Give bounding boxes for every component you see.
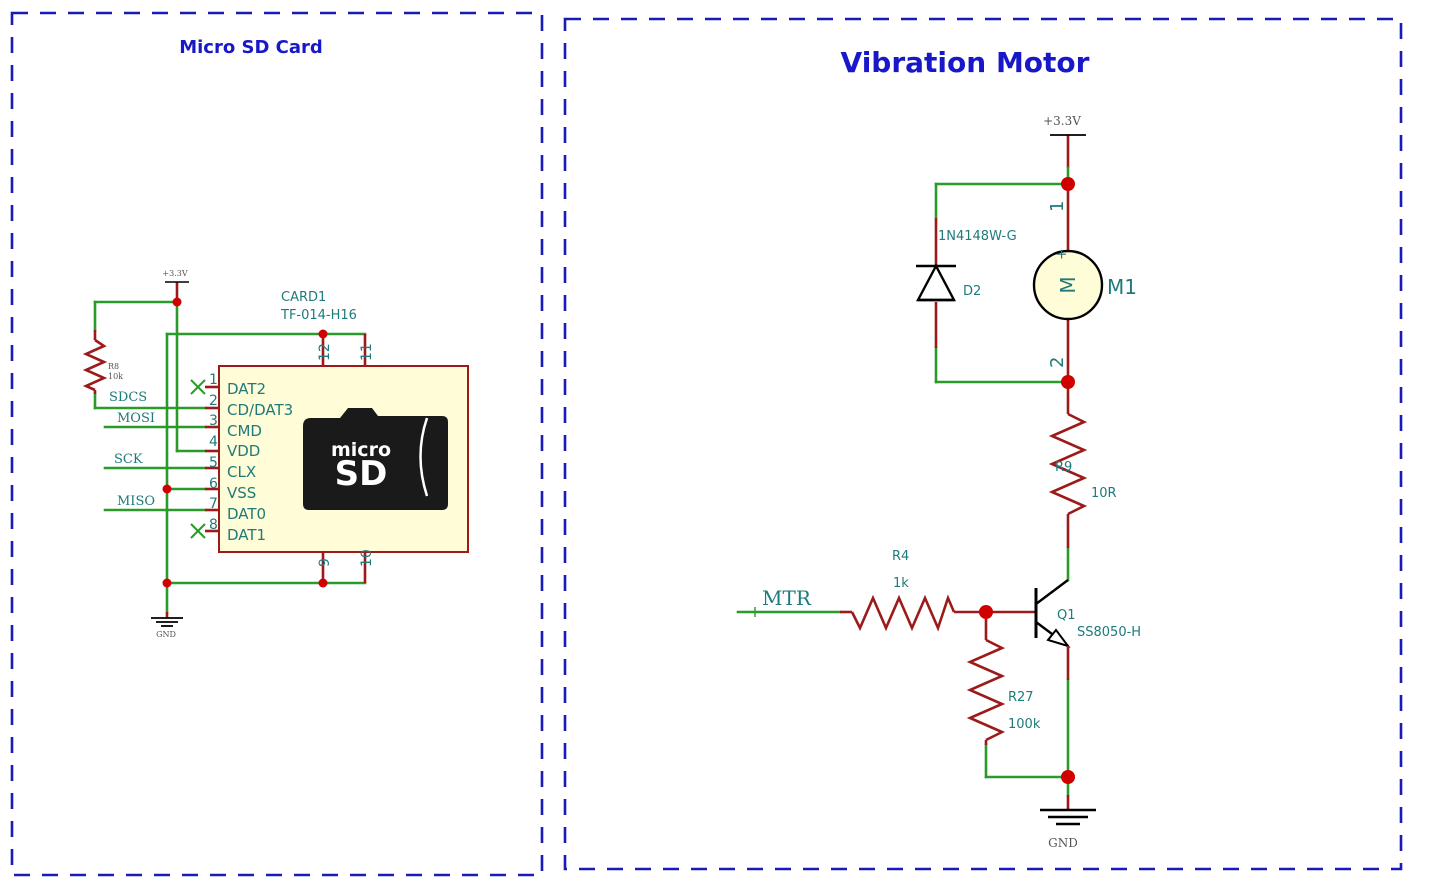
sd-wires (93, 298, 367, 614)
motor-m1: M + 1 2 M1 (1032, 184, 1137, 382)
svg-text:9: 9 (317, 558, 333, 567)
r8-ref: R8 (108, 362, 119, 371)
sd-ground-label: GND (156, 630, 176, 639)
r8-value: 10k (108, 372, 123, 381)
motor-ground-label: GND (1048, 836, 1078, 850)
d2-ref: D2 (963, 284, 981, 299)
net-sdcs: SDCS (109, 390, 147, 405)
sd-power-label: +3.3V (162, 269, 187, 278)
sd-top-pins: 12 11 (317, 334, 375, 366)
r9-value: 10R (1091, 486, 1117, 501)
resistor-r27: R27 100k (966, 612, 1041, 745)
svg-text:11: 11 (359, 343, 375, 361)
motor-section-frame (563, 17, 1403, 871)
motor-pin2: 2 (1047, 357, 1068, 368)
net-sck: SCK (114, 452, 143, 467)
svg-text:SD: SD (335, 454, 388, 494)
svg-text:10: 10 (359, 549, 375, 567)
svg-text:CLX: CLX (227, 463, 256, 481)
svg-text:5: 5 (209, 455, 218, 471)
svg-text:4: 4 (209, 434, 218, 450)
q1-part: SS8050-H (1077, 625, 1141, 640)
r9-ref: R9 (1055, 460, 1072, 475)
svg-text:DAT1: DAT1 (227, 526, 266, 544)
svg-text:+: + (1054, 248, 1070, 260)
sd-ground-symbol: GND (151, 612, 183, 639)
sd-power-symbol: +3.3V (162, 269, 189, 300)
svg-text:2: 2 (209, 393, 218, 409)
motor-junctions (979, 177, 1075, 784)
d2-part: 1N4148W-G (938, 229, 1017, 244)
motor-section-title: Vibration Motor (841, 46, 1090, 79)
no-connect-pin8 (190, 523, 206, 539)
motor-symbol: M (1056, 276, 1080, 293)
svg-text:micro: micro (331, 439, 391, 461)
svg-text:VDD: VDD (227, 442, 260, 460)
q1-ref: Q1 (1057, 608, 1076, 623)
no-connect-pin1 (190, 379, 206, 395)
microsd-logo: micro SD (303, 408, 448, 510)
svg-text:CMD: CMD (227, 422, 262, 440)
svg-text:CD/DAT3: CD/DAT3 (227, 401, 293, 419)
transistor-q1: Q1 SS8050-H (1034, 579, 1141, 680)
net-mosi: MOSI (117, 411, 155, 426)
svg-text:12: 12 (317, 343, 333, 361)
svg-text:VSS: VSS (227, 484, 256, 502)
motor-power-label: +3.3V (1043, 114, 1081, 128)
sd-pullup-resistor: R8 10k (82, 330, 123, 394)
net-mtr: MTR (762, 586, 812, 610)
sd-left-pin-stubs (205, 385, 219, 533)
r4-ref: R4 (892, 549, 909, 564)
svg-text:6: 6 (209, 476, 218, 492)
resistor-r4: R4 1k (840, 549, 1036, 632)
m1-ref: M1 (1107, 275, 1137, 299)
motor-wires (736, 166, 1070, 797)
svg-text:DAT2: DAT2 (227, 380, 266, 398)
diode-d2: 1N4148W-G D2 (916, 218, 1017, 348)
sd-bottom-pins: 9 10 (317, 549, 375, 583)
sd-section-title: Micro SD Card (179, 37, 323, 58)
r4-value: 1k (893, 576, 909, 591)
card-part: TF-014-H16 (280, 308, 357, 323)
sd-section-frame (10, 11, 544, 877)
sd-junctions (162, 297, 328, 588)
net-miso: MISO (117, 494, 155, 509)
resistor-r9: R9 10R (1048, 382, 1117, 548)
motor-ground-symbol: GND (1040, 795, 1096, 850)
svg-text:DAT0: DAT0 (227, 505, 266, 523)
r27-ref: R27 (1008, 690, 1034, 705)
card-ref: CARD1 (281, 290, 326, 305)
motor-power-symbol: +3.3V (1043, 114, 1086, 168)
svg-text:1: 1 (209, 372, 218, 388)
sd-pin-names: DAT2 CD/DAT3 CMD VDD CLX VSS DAT0 DAT1 (227, 380, 293, 544)
svg-text:8: 8 (209, 517, 218, 533)
motor-pin1: 1 (1047, 201, 1068, 212)
r27-value: 100k (1008, 717, 1041, 732)
svg-text:7: 7 (209, 496, 218, 512)
svg-text:3: 3 (209, 413, 218, 429)
sd-left-pin-numbers: 1 2 3 4 5 6 7 8 (209, 372, 218, 533)
